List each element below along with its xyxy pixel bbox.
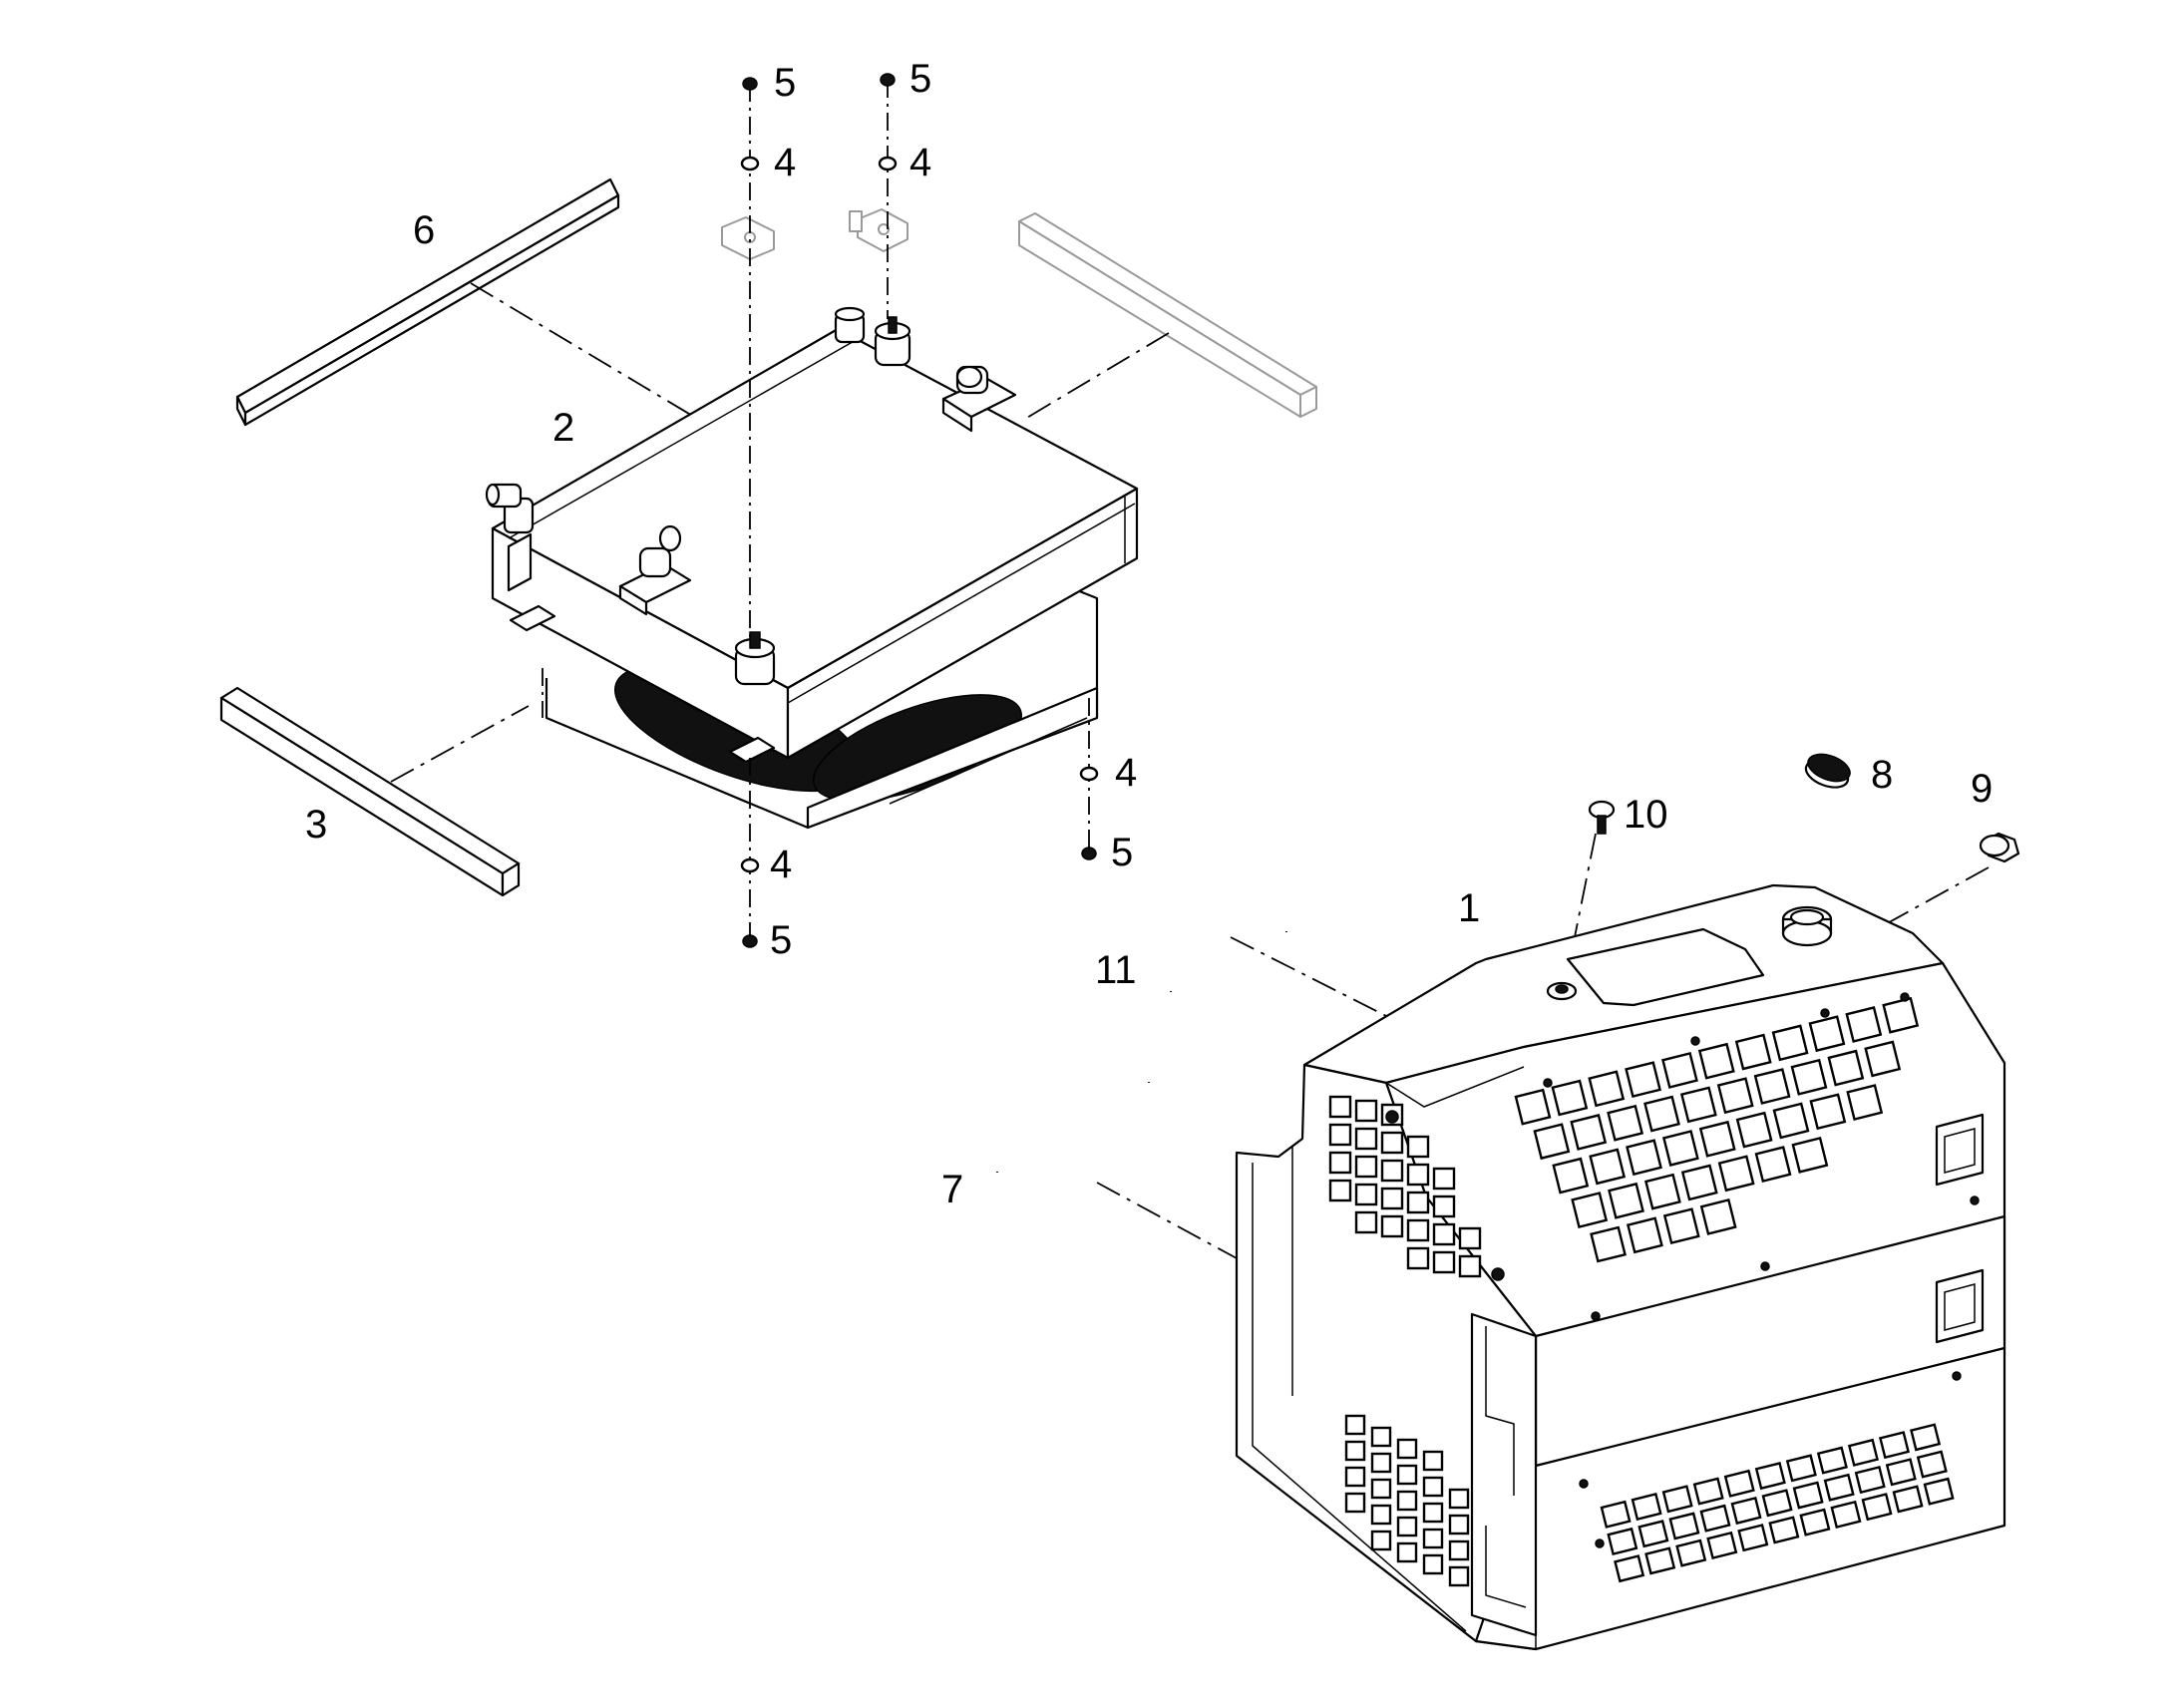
right-access-panels (1935, 1113, 1985, 1344)
left-grille (1328, 1095, 1482, 1278)
fastener-stack-bottom-left (740, 758, 760, 948)
callout-3: 3 (305, 803, 327, 847)
fitting-top-right (941, 365, 1017, 433)
callout-8: 8 (1871, 753, 1893, 797)
fastener-stack-right (878, 73, 898, 319)
callout-9: 9 (1971, 767, 1993, 811)
callout-5-top-right: 5 (909, 57, 931, 101)
mounting-clip-right (849, 208, 908, 252)
part-3-foam-strip (219, 686, 521, 897)
callout-7: 7 (941, 1168, 963, 1211)
fitting-top-left (834, 306, 866, 344)
callout-4-top-left: 4 (774, 141, 796, 184)
callout-labels: 1 2 3 4 4 4 4 5 5 5 5 6 7 8 9 10 11 (305, 57, 1993, 1211)
fitting-left (485, 483, 535, 534)
fitting-top-mid (874, 316, 911, 367)
part-1-enclosure (1235, 883, 2006, 1651)
callout-4-bottom-right: 4 (1115, 751, 1137, 795)
part-2-fan-assembly (485, 306, 1139, 830)
callout-4-top-right: 4 (909, 141, 931, 184)
part-7-clip (995, 1081, 1151, 1209)
fitting-front (734, 631, 776, 686)
screw-seat (1546, 981, 1578, 1001)
fastener-stack-bottom-right (1079, 698, 1099, 860)
fastener-stack-under-left (542, 668, 1088, 805)
callout-11: 11 (1095, 948, 1137, 992)
callout-5-bottom-right: 5 (1111, 831, 1133, 874)
part-6-foam-strip (235, 177, 620, 427)
filler-neck (1781, 905, 1833, 947)
part-10-screw (1588, 800, 1616, 835)
callout-5-top-left: 5 (774, 61, 796, 105)
part-9-plug (1979, 832, 2020, 863)
callout-10: 10 (1624, 793, 1668, 837)
lower-left-grille (1344, 1414, 1470, 1587)
callout-4-bottom-left: 4 (770, 843, 792, 886)
callout-2: 2 (552, 406, 574, 450)
fastener-stack-left (740, 77, 760, 638)
mounting-clip-left (721, 216, 775, 260)
callout-1: 1 (1458, 886, 1480, 930)
part-11-clip (1169, 889, 1288, 993)
side-channel (1470, 1312, 1538, 1637)
callout-6: 6 (413, 208, 435, 252)
phantom-foam-strip (1018, 212, 1317, 418)
part-8-cap (1804, 753, 1851, 789)
rivets (1385, 992, 1980, 1548)
front-slant-grille (1514, 996, 1920, 1263)
callout-5-bottom-left: 5 (770, 918, 792, 962)
fitting-mid (618, 524, 692, 616)
lower-right-grille (1600, 1423, 1955, 1583)
